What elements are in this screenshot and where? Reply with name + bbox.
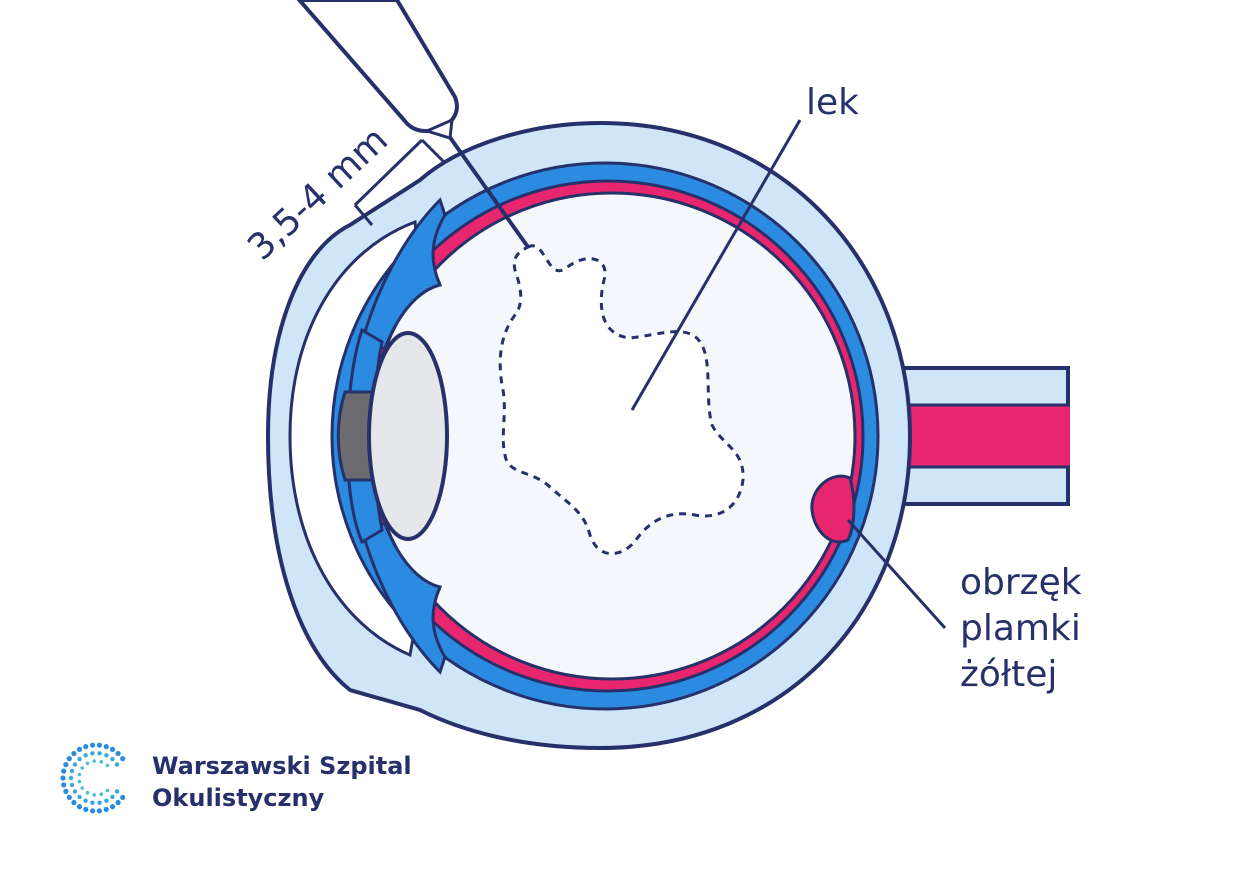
logo-dot — [72, 762, 78, 767]
logo-dot — [83, 753, 88, 758]
syringe — [296, 0, 530, 249]
logo-dot — [114, 762, 120, 767]
logo-dot — [120, 794, 126, 801]
needle — [447, 134, 530, 249]
logo-dot — [61, 782, 67, 788]
logo-dot — [77, 794, 82, 800]
edema-leader-line — [846, 518, 947, 630]
logo-dot — [114, 789, 120, 794]
drug-area — [498, 244, 745, 556]
logo-dot — [104, 753, 109, 758]
logo-dot — [77, 772, 82, 777]
logo-dot — [103, 744, 109, 750]
logo-dot — [76, 746, 83, 753]
logo-dot — [85, 790, 90, 795]
anterior-segment — [336, 197, 447, 675]
logo-dot — [115, 799, 121, 806]
logo-dot — [97, 751, 102, 756]
logo-dot — [96, 808, 102, 814]
syringe-tip — [422, 117, 454, 140]
logo-dot — [83, 798, 88, 803]
logo-dot — [96, 742, 102, 748]
logo-dot — [71, 799, 77, 806]
logo-dot — [109, 746, 116, 753]
logo-text-line1: Warszawski Szpital — [152, 752, 412, 780]
logo-dot — [90, 742, 96, 748]
logo-dot — [69, 768, 75, 774]
logo-dot — [105, 788, 110, 793]
measurement-bracket — [353, 138, 447, 226]
logo-mark-icon — [60, 742, 126, 814]
logo-dot — [76, 804, 83, 810]
logo-dot — [92, 793, 96, 797]
logo-dot — [90, 800, 95, 805]
logo-dot — [71, 750, 77, 757]
logo-dot — [83, 806, 89, 813]
logo-dot — [60, 775, 66, 781]
logo-dot — [103, 806, 109, 813]
logo-dot — [69, 782, 75, 788]
logo-dot — [109, 804, 116, 810]
logo-dot — [99, 760, 104, 764]
logo-dot — [104, 798, 109, 803]
logo-dot — [99, 792, 104, 796]
condition-label-line1: obrzęk — [960, 562, 1082, 603]
logo-dot — [105, 763, 110, 768]
logo-dot — [85, 761, 90, 766]
logo-dot — [77, 756, 82, 762]
drug-leader-line — [630, 119, 802, 411]
ciliary-body-upper — [358, 197, 447, 352]
logo-dot — [120, 756, 126, 762]
logo-dot — [66, 794, 72, 801]
logo-dot — [90, 751, 95, 756]
logo-dot — [66, 756, 72, 762]
logo-text-line2: Okulistyczny — [152, 784, 325, 812]
syringe-barrel — [296, 0, 459, 134]
condition-label-line3: żółtej — [960, 654, 1057, 695]
drug-label: lek — [806, 82, 859, 123]
logo-dot — [63, 788, 69, 795]
condition-label-line2: plamki — [960, 608, 1081, 649]
logo-dot — [80, 766, 84, 770]
logo-dot — [61, 768, 67, 774]
logo-dot — [63, 762, 69, 768]
macular-edema — [810, 474, 856, 544]
logo-dot — [110, 756, 115, 762]
logo-dot — [92, 759, 96, 763]
logo-dot — [90, 808, 96, 814]
logo-dot — [115, 750, 121, 757]
logo-dot — [110, 794, 115, 800]
logo-dot — [97, 800, 102, 805]
logo-dot — [83, 744, 89, 750]
logo-dot — [72, 789, 78, 794]
logo-dot — [68, 775, 74, 781]
logo-dot — [77, 779, 82, 784]
lens — [367, 331, 449, 541]
hospital-logo: Warszawski Szpital Okulistyczny — [60, 742, 412, 814]
logo-dot — [80, 786, 84, 790]
ciliary-body-lower — [358, 520, 447, 675]
